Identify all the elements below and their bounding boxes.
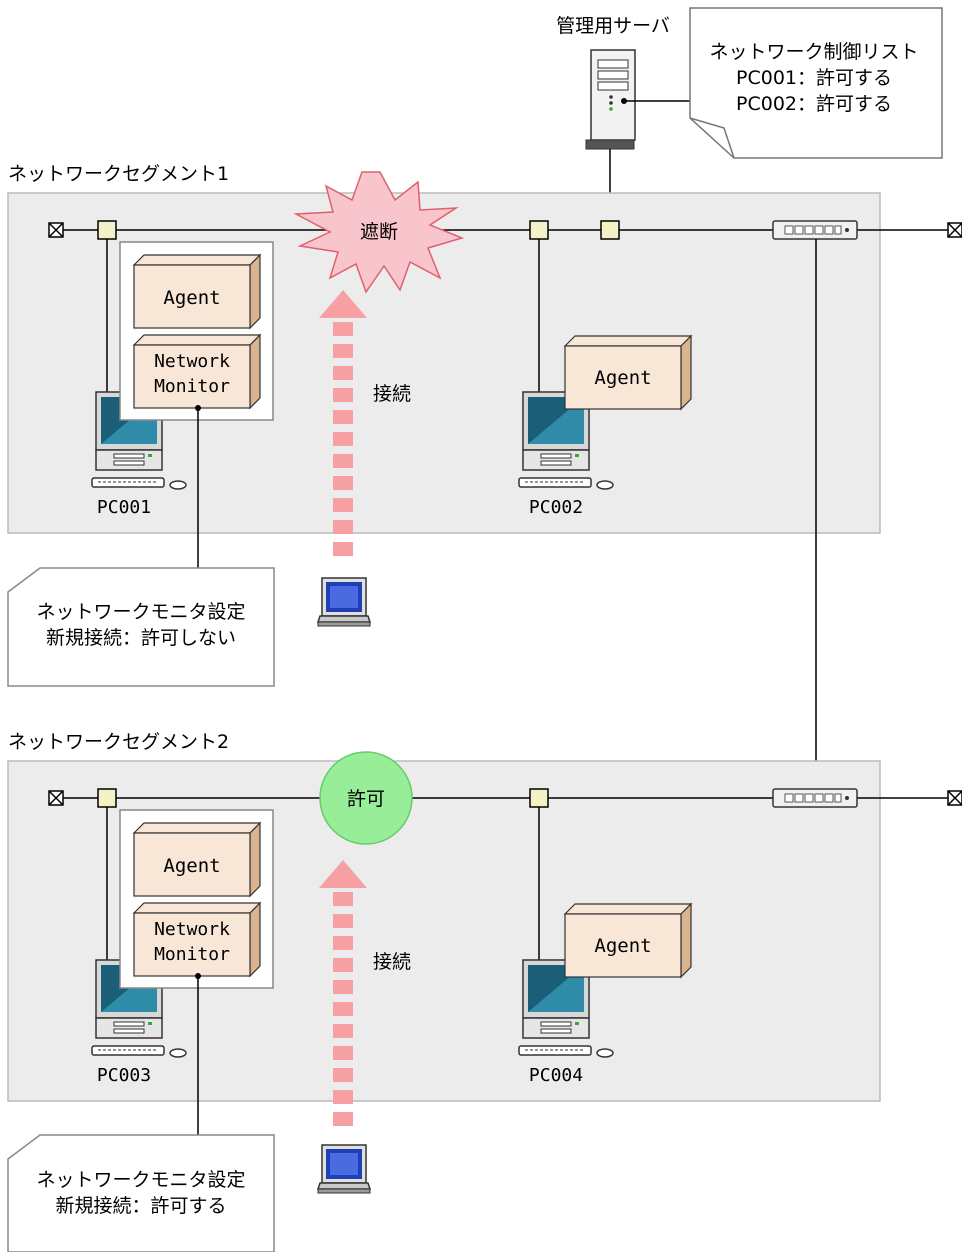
pc-label: PC004 bbox=[529, 1065, 583, 1086]
blocked-burst-shape bbox=[293, 171, 465, 294]
pc-label: PC002 bbox=[529, 497, 583, 518]
segment-2-title: ネットワークセグメント2 bbox=[8, 731, 229, 753]
tap-node bbox=[600, 220, 620, 240]
component-label: Network Monitor bbox=[154, 351, 230, 397]
tap-node bbox=[529, 788, 549, 808]
segment-1-title: ネットワークセグメント1 bbox=[8, 163, 229, 185]
network-monitor-component: Network Monitor bbox=[132, 901, 262, 978]
segment-1-status: 遮断 bbox=[360, 221, 398, 243]
control-list-note: ネットワーク制御リスト PC001：許可する PC002：許可する bbox=[689, 7, 943, 159]
control-list-line-1: PC001：許可する bbox=[736, 67, 892, 89]
connect-label: 接続 bbox=[373, 383, 411, 405]
component-label: Agent bbox=[594, 935, 651, 957]
monitor-setting-note: ネットワークモニタ設定 新規接続：許可しない bbox=[7, 567, 275, 687]
server-label: 管理用サーバ bbox=[556, 15, 670, 37]
terminator-icon bbox=[48, 222, 64, 238]
connect-arrow bbox=[319, 290, 367, 556]
terminator-icon bbox=[947, 222, 962, 238]
agent-component: Agent bbox=[563, 334, 693, 411]
segment-2-status: 許可 bbox=[347, 788, 385, 810]
agent-component: Agent bbox=[132, 821, 262, 898]
allowed-circle: 許可 bbox=[319, 751, 413, 845]
connect-label: 接続 bbox=[373, 951, 411, 973]
laptop-icon bbox=[317, 1144, 371, 1194]
tap-node bbox=[97, 788, 117, 808]
switch-hub-icon bbox=[772, 788, 858, 808]
tap-node bbox=[529, 220, 549, 240]
blocked-burst: 遮断 bbox=[293, 171, 465, 294]
terminator-icon bbox=[947, 790, 962, 806]
component-label: Agent bbox=[163, 287, 220, 309]
component-label: Network Monitor bbox=[154, 919, 230, 965]
tap-node bbox=[97, 220, 117, 240]
monitor-note-line-1: ネットワークモニタ設定 bbox=[36, 1169, 245, 1191]
control-list-title: ネットワーク制御リスト bbox=[709, 41, 918, 63]
switch-hub-icon bbox=[772, 220, 858, 240]
pc-label: PC003 bbox=[97, 1065, 151, 1086]
component-label: Agent bbox=[594, 367, 651, 389]
monitor-note-line-2: 新規接続：許可しない bbox=[46, 627, 236, 649]
connect-arrow bbox=[319, 860, 367, 1126]
agent-component: Agent bbox=[132, 253, 262, 330]
control-list-line-2: PC002：許可する bbox=[736, 93, 892, 115]
monitor-note-line-2: 新規接続：許可する bbox=[55, 1195, 226, 1217]
pc-label: PC001 bbox=[97, 497, 151, 518]
terminator-icon bbox=[48, 790, 64, 806]
laptop-icon bbox=[317, 577, 371, 627]
allowed-circle-shape bbox=[319, 751, 413, 845]
monitor-note-line-1: ネットワークモニタ設定 bbox=[36, 601, 245, 623]
component-label: Agent bbox=[163, 855, 220, 877]
monitor-setting-note: ネットワークモニタ設定 新規接続：許可する bbox=[7, 1134, 275, 1252]
management-server-icon bbox=[585, 49, 636, 150]
agent-component: Agent bbox=[563, 902, 693, 979]
network-monitor-component: Network Monitor bbox=[132, 333, 262, 410]
